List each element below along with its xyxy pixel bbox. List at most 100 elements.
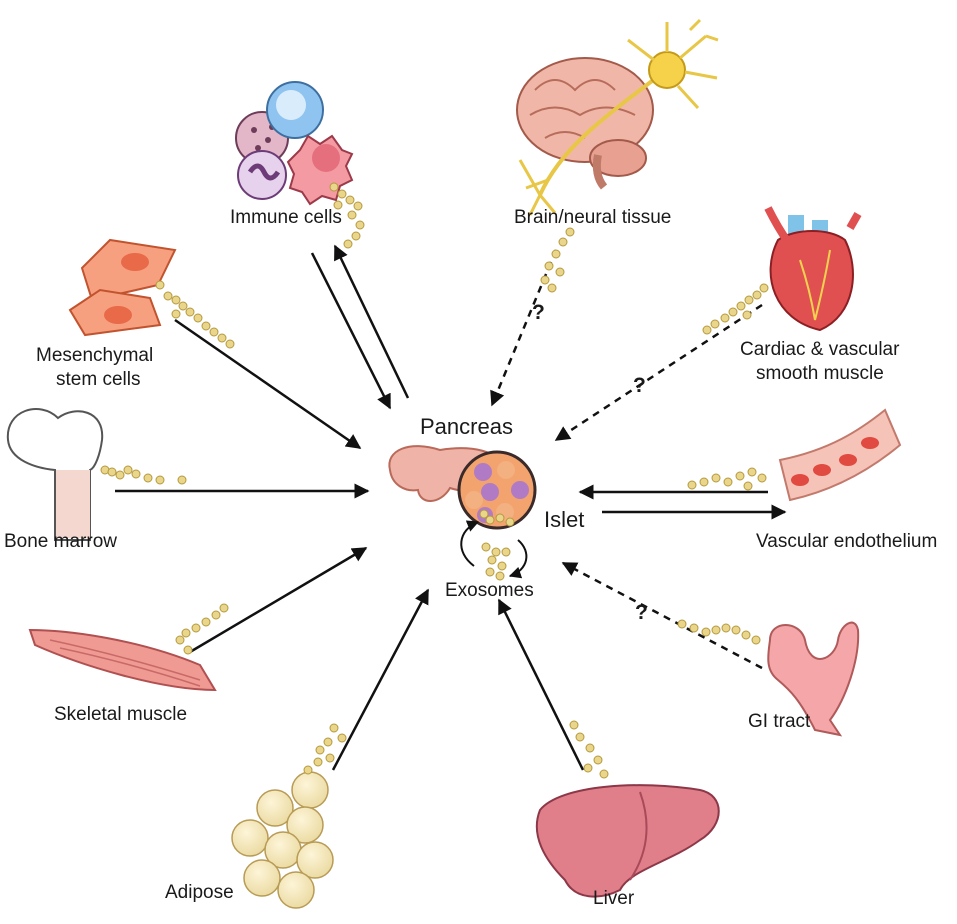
- exosome-dot: [742, 310, 752, 320]
- exosome-dot: [355, 220, 365, 230]
- exosome-dot: [752, 290, 762, 300]
- exosome-dot: [558, 237, 568, 247]
- exosome-dot: [201, 321, 211, 331]
- label-adipose: Adipose: [165, 882, 234, 903]
- arrow-brain-to-pancreas: [490, 249, 558, 407]
- exosome-dot: [485, 567, 495, 577]
- exosome-dot: [711, 625, 721, 635]
- arrow-adipose-to-exosomes: [331, 588, 430, 771]
- unknown-marker-brain: ?: [532, 301, 545, 324]
- exosome-dot: [163, 291, 173, 301]
- exosome-dot: [329, 723, 339, 733]
- label-liver: Liver: [593, 888, 635, 909]
- mesenchymal-stem-cells-illustration: [68, 238, 177, 337]
- bone-illustration: [6, 408, 104, 541]
- arrow-immune-to-pancreas: [310, 252, 392, 410]
- exosome-dot: [479, 509, 489, 519]
- arrow-pancreas-to-immune: [333, 244, 410, 399]
- exosome-dot: [593, 755, 603, 765]
- exosome-dot: [217, 333, 227, 343]
- exosome-dot: [329, 182, 339, 192]
- immune-cells-illustration: [235, 81, 354, 206]
- exosome-dot: [345, 195, 355, 205]
- exosome-dot: [710, 319, 720, 329]
- exosome-dot: [175, 635, 185, 645]
- label-msc-line2: stem cells: [56, 369, 141, 390]
- exosome-dot: [743, 481, 753, 491]
- exosome-dot: [183, 645, 193, 655]
- label-cardiac-line1: Cardiac & vascular: [740, 339, 900, 360]
- liver-illustration: [535, 784, 720, 898]
- exosome-dot: [115, 470, 125, 480]
- exosome-dot: [751, 635, 761, 645]
- exosome-dot: [155, 280, 165, 290]
- arrow-liver-to-exosomes: [497, 598, 585, 771]
- exosome-dot: [689, 623, 699, 633]
- exosome-dot: [505, 517, 515, 527]
- gi-tract-illustration: [767, 621, 860, 737]
- exosome-dot: [501, 547, 511, 557]
- exosome-dot: [193, 313, 203, 323]
- arrow-recycle-left: [460, 520, 480, 567]
- label-islet: Islet: [544, 507, 585, 532]
- exosome-dot: [171, 295, 181, 305]
- label-msc-line1: Mesenchymal: [36, 345, 154, 366]
- exosome-dot: [325, 753, 335, 763]
- exosome-dot: [323, 737, 333, 747]
- exosome-dot: [744, 295, 754, 305]
- exosome-dot: [540, 275, 550, 285]
- exosome-dot: [171, 309, 181, 319]
- skeletal-muscle-illustration: [28, 628, 217, 692]
- label-immune-cells: Immune cells: [230, 207, 342, 228]
- label-bone-marrow: Bone marrow: [4, 531, 117, 552]
- exosome-dot: [585, 743, 595, 753]
- unknown-marker-cardiac: ?: [633, 374, 646, 397]
- arrow-skeletal-to-pancreas: [189, 546, 368, 654]
- islet-illustration: [457, 450, 537, 530]
- adipose-illustration: [231, 771, 334, 909]
- arrow-gi-to-exosomes: [561, 561, 763, 670]
- exosome-dot: [351, 231, 361, 241]
- label-skeletal-muscle: Skeletal muscle: [54, 704, 188, 725]
- unknown-marker-gi: ?: [635, 601, 648, 624]
- label-exosomes: Exosomes: [445, 580, 534, 601]
- exosome-dot: [702, 325, 712, 335]
- exosome-dot: [569, 720, 579, 730]
- exosome-dot: [337, 733, 347, 743]
- exosome-dot: [699, 477, 709, 487]
- exosome-dot: [495, 571, 505, 581]
- exosome-dot: [337, 189, 347, 199]
- exosome-dot: [735, 471, 745, 481]
- brain-illustration: [516, 18, 719, 216]
- label-gi-tract: GI tract: [748, 711, 811, 732]
- exosome-dot: [677, 619, 687, 629]
- exosome-dot: [123, 465, 133, 475]
- exosome-dot: [333, 200, 343, 210]
- exosome-dot: [701, 627, 711, 637]
- exosome-dot: [495, 513, 505, 523]
- exosome-dot: [131, 469, 141, 479]
- exosome-dot: [491, 547, 501, 557]
- blood-vessel-illustration: [778, 408, 902, 502]
- exosome-dot: [565, 227, 575, 237]
- exosome-dot: [741, 630, 751, 640]
- exosome-dot: [547, 283, 557, 293]
- exosome-dot: [575, 732, 585, 742]
- exosome-dot: [211, 610, 221, 620]
- exosome-dot: [723, 477, 733, 487]
- exosome-dot: [711, 473, 721, 483]
- exosome-dot: [177, 475, 187, 485]
- exosome-dot: [347, 210, 357, 220]
- exosome-dot: [225, 339, 235, 349]
- exosome-dot: [747, 467, 757, 477]
- exosome-dot: [583, 763, 593, 773]
- exosome-dot: [107, 467, 117, 477]
- exosome-dot: [599, 769, 609, 779]
- exosome-dot: [687, 480, 697, 490]
- exosome-dot: [757, 473, 767, 483]
- exosome-particles: [100, 182, 769, 779]
- label-cardiac-line2: smooth muscle: [756, 363, 884, 384]
- exosome-dot: [343, 239, 353, 249]
- exosome-dot: [353, 201, 363, 211]
